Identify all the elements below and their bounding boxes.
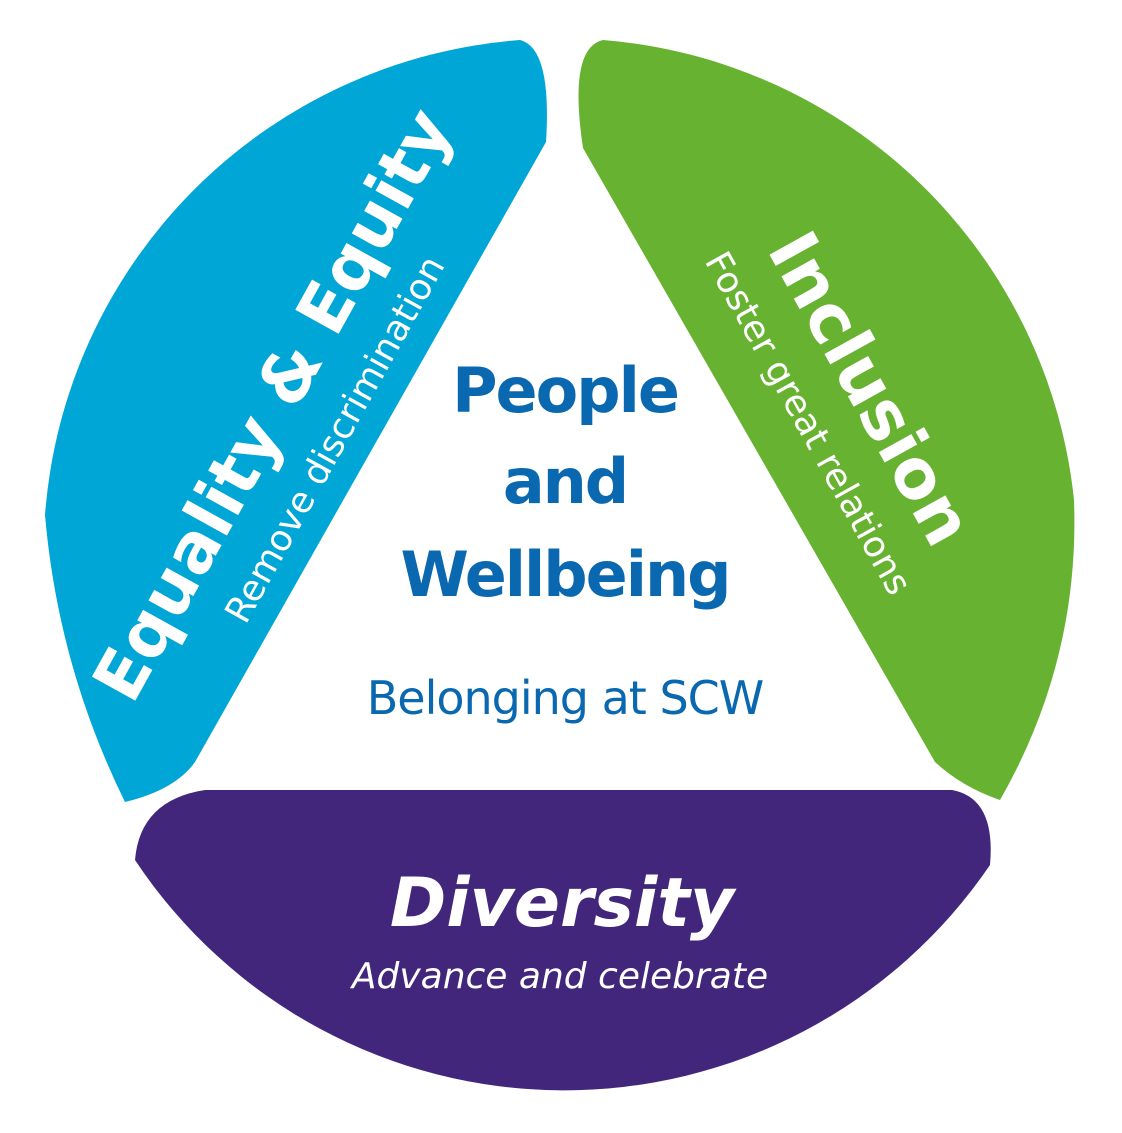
- segment-diversity-shape: [135, 790, 991, 1091]
- center-text-group: People and Wellbeing Belonging at SCW: [367, 354, 765, 725]
- diversity-title: Diversity: [390, 864, 737, 943]
- center-title-line-2: and: [503, 445, 627, 518]
- center-title-line-1: People: [452, 354, 678, 427]
- center-subtitle: Belonging at SCW: [367, 671, 764, 725]
- segment-diversity-labels: Diversity Advance and celebrate: [350, 864, 768, 997]
- segment-equality-shape: [45, 40, 547, 802]
- diversity-subtitle: Advance and celebrate: [350, 956, 768, 997]
- segment-inclusion-shape: [578, 40, 1075, 800]
- center-title-line-3: Wellbeing: [401, 538, 730, 611]
